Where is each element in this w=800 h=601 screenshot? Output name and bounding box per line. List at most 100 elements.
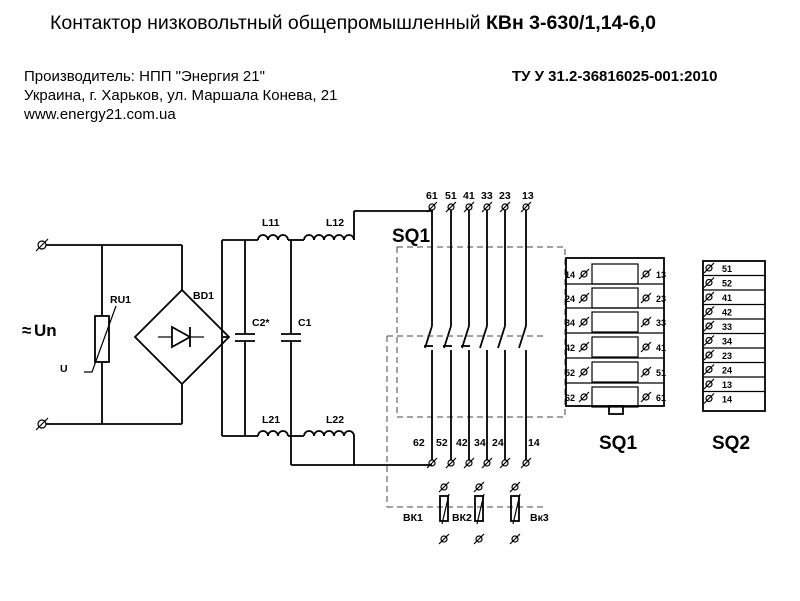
sq2-screw [703,291,715,303]
top-terminal: 41 [463,190,475,202]
sq1-terminal-left: 42 [565,343,575,353]
sq1-screw-left [578,341,590,353]
contact-column [518,201,532,469]
sq1-screw-right [640,268,652,280]
sq1-screw-right [640,341,652,353]
sq1-contacts [424,201,532,469]
sq2-row: 13 [703,376,765,390]
address-line: Украина, г. Харьков, ул. Маршала Конева,… [24,87,338,104]
switch-terminal-top [438,481,450,493]
switch-label: Вк3 [530,512,549,524]
sq1-label: SQ1 [392,226,430,247]
capacitor-c2: C2* [235,240,270,436]
sq2-screw [703,277,715,288]
sq1-terminal-right: 23 [656,294,666,304]
c1-label: C1 [298,317,312,329]
l12-label: L12 [326,217,344,229]
sq1-terminal-right: 33 [656,318,666,328]
sq2-block-label: SQ2 [712,433,750,454]
sq2-row: 24 [703,361,765,376]
spec-line: ТУ У 31.2-36816025-001:2010 [512,68,718,85]
top-terminal-labels: 61 51 41 33 23 13 [426,190,534,202]
contact-column [461,201,475,469]
sq1-enclosure [396,246,566,418]
sq1-terminal-left: 24 [565,294,575,304]
sq2-screw [703,393,715,404]
top-terminal: 33 [481,190,493,202]
limit-switch [473,481,485,545]
sq2-terminal: 13 [722,380,732,390]
sq1-screw-right [640,292,652,304]
sq1-terminal-right: 41 [656,343,666,353]
sq1-terminal-left: 34 [565,318,575,328]
bridge-label: BD1 [193,290,214,302]
sq1-screw-right [640,391,652,403]
inductor-l12: L12 [303,217,355,241]
sq2-terminal: 23 [722,351,732,361]
bottom-terminal: 24 [492,437,504,449]
l21-label: L21 [262,414,280,426]
bottom-terminal: 14 [528,437,540,449]
sq1-screw-left [578,391,590,403]
sq2-terminal: 14 [722,395,732,405]
contact-column [424,201,438,469]
top-terminal: 23 [499,190,511,202]
sq2-screw [703,378,715,390]
limit-switches [438,481,521,545]
sq1-terminal-left: 14 [565,270,575,280]
top-terminal: 61 [426,190,438,202]
u-label: U [60,363,68,375]
switch-terminal-bottom [473,533,485,545]
switch-label: ВК1 [403,512,423,524]
bottom-terminal: 42 [456,437,468,449]
sq1-block-label: SQ1 [599,433,637,454]
sq1-screw-left [578,316,590,328]
sq1-screw-left [578,292,590,304]
inductor-l21: L21 [257,414,289,437]
sq1-row: 42 41 [565,332,666,358]
sq2-row: 51 [703,262,732,274]
sq2-terminal: 33 [722,322,732,332]
switch-terminal-top [509,481,521,493]
supply-input: ≈ Un U [22,238,182,431]
contact-column [443,201,457,469]
switch-terminal-bottom [438,533,450,545]
sq2-screw [703,364,715,375]
l11-label: L11 [262,217,280,229]
sq1-screw-right [640,366,652,378]
page-title: Контактор низковольтный общепромышленный… [50,12,656,35]
inductor-l22: L22 [303,414,355,437]
sq2-terminal: 51 [722,264,732,274]
sq1-row: 24 23 [565,283,666,309]
switch-terminal-bottom [509,533,521,545]
varistor-ru1: RU1 [84,245,131,424]
sq2-terminal: 52 [722,279,732,289]
sq2-terminal: 41 [722,293,732,303]
bottom-terminal-labels: 62 52 42 34 24 14 [413,437,540,449]
supply-label: Un [34,321,57,340]
switch-terminal-top [473,481,485,493]
bottom-terminal: 52 [436,437,448,449]
bottom-terminal: 62 [413,437,425,449]
sq2-block-frame [702,260,766,412]
sq1-row: 34 33 [565,307,666,333]
sq1-terminal-right: 61 [656,393,666,403]
website-line: www.energy21.com.ua [24,106,176,123]
bottom-terminal: 34 [474,437,486,449]
sq1-terminal-left: 52 [565,368,575,378]
sq1-screw-left [578,366,590,378]
sq2-row: 23 [703,347,765,361]
top-terminal: 13 [522,190,534,202]
sq2-row: 33 [703,318,765,332]
sq1-block-plunger [608,405,624,415]
sq1-screw-right [640,316,652,328]
sq2-screw [703,306,715,317]
sq1-screw-left [578,268,590,280]
title-prefix: Контактор низковольтный общепромышленный [50,12,486,34]
limit-switch [509,481,521,545]
diode-bridge-bd1: BD1 [133,245,231,424]
